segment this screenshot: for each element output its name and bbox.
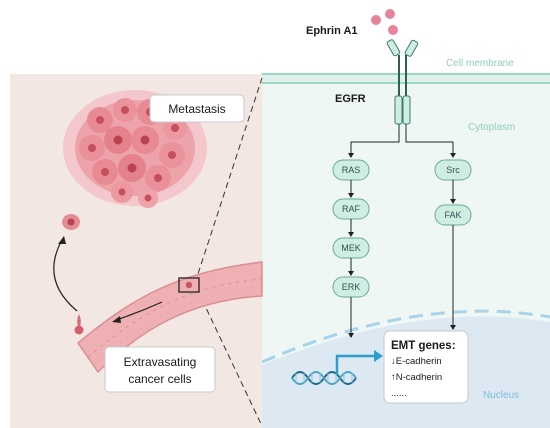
emt-genes-box: EMT genes: ↓E-cadherin ↑N-cadherin .....… bbox=[383, 330, 469, 404]
emt-line-ncadherin: ↑N-cadherin bbox=[391, 372, 442, 383]
arrow-to-metastasis bbox=[53, 239, 78, 312]
extravasating-cell bbox=[74, 314, 84, 335]
emt-line-ellipsis: ...... bbox=[391, 388, 407, 399]
node-fak: FAK bbox=[434, 204, 472, 226]
egfr-label: EGFR bbox=[335, 93, 366, 105]
node-ras: RAS bbox=[332, 159, 370, 181]
ephrin-a1-molecules bbox=[371, 9, 398, 35]
zoom-line-top bbox=[194, 77, 263, 284]
node-mek: MEK bbox=[332, 237, 370, 259]
transcription-arrow bbox=[335, 354, 375, 375]
node-raf: RAF bbox=[332, 198, 370, 220]
pathway-branch bbox=[350, 132, 454, 154]
arrow-raf-mek-head bbox=[348, 232, 354, 237]
emt-line-ecadherin: ↓E-cadherin bbox=[391, 356, 442, 367]
arrow-src-fak-head bbox=[450, 199, 456, 204]
arrow-fak-nucleus-head bbox=[450, 325, 456, 330]
svg-text:ERK: ERK bbox=[342, 282, 361, 292]
arrow-erk-nucleus-head bbox=[348, 333, 354, 338]
metastasis-label: Metastasis bbox=[168, 102, 225, 116]
cytoplasm-label: Cytoplasm bbox=[468, 122, 515, 133]
svg-text:RAF: RAF bbox=[342, 204, 361, 214]
node-erk: ERK bbox=[332, 276, 370, 298]
arrow-into-vessel-head bbox=[112, 316, 121, 323]
arrow-ras-raf-head bbox=[348, 193, 354, 198]
svg-text:MEK: MEK bbox=[341, 243, 361, 253]
emt-title: EMT genes: bbox=[391, 340, 456, 352]
svg-text:RAS: RAS bbox=[342, 165, 361, 175]
cell-membrane-label: Cell membrane bbox=[446, 58, 514, 69]
arrow-to-metastasis-head bbox=[58, 236, 66, 244]
egfr-receptor bbox=[386, 39, 419, 132]
extravasating-label-line2: cancer cells bbox=[128, 372, 191, 386]
transcription-arrow-head bbox=[374, 350, 383, 362]
extravasating-label-line1: Extravasating bbox=[124, 355, 197, 369]
branch-arrowhead-left bbox=[348, 153, 354, 158]
svg-text:FAK: FAK bbox=[444, 210, 461, 220]
metastasis-callout: Metastasis bbox=[149, 94, 245, 123]
nucleus-label: Nucleus bbox=[483, 390, 519, 401]
node-src: Src bbox=[434, 159, 472, 181]
blood-vessel bbox=[76, 261, 263, 374]
svg-text:Src: Src bbox=[446, 165, 460, 175]
zoom-line-bottom bbox=[197, 290, 263, 427]
nuclear-envelope bbox=[261, 309, 550, 364]
cancer-cell-in-vessel bbox=[185, 281, 193, 289]
arrow-mek-erk-head bbox=[348, 271, 354, 276]
ephrin-a1-label: Ephrin A1 bbox=[306, 25, 358, 37]
extravasating-callout: Extravasating cancer cells bbox=[104, 346, 216, 393]
branch-arrowhead-right bbox=[450, 153, 456, 158]
zoom-box bbox=[178, 277, 200, 293]
migrating-cell bbox=[62, 214, 80, 230]
